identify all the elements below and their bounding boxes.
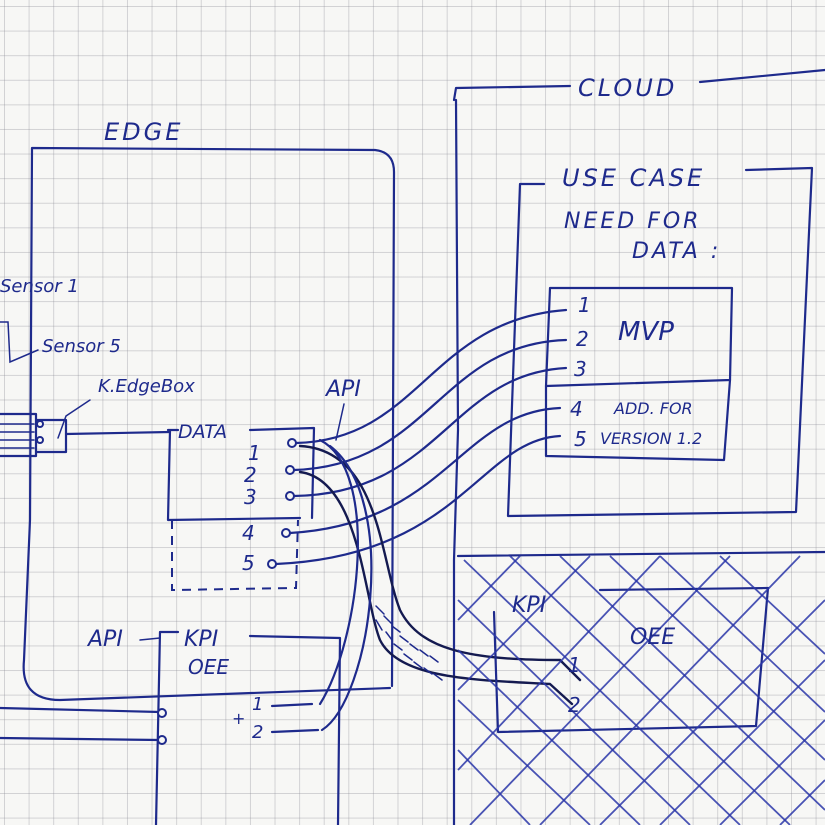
cloud-boundary — [452, 68, 825, 825]
wire-port-5 — [274, 434, 562, 566]
sensor-1-label: Sensor 1 — [0, 276, 79, 297]
edge-port-1[interactable] — [287, 438, 297, 448]
data-block — [166, 426, 316, 522]
cloud-kpi-frame — [456, 550, 825, 734]
edgebox-label: K.EdgeBox — [98, 376, 195, 397]
edge-port-4[interactable] — [281, 528, 291, 538]
kpi-local-port-lines — [270, 702, 320, 734]
edge-title: EDGE — [104, 118, 183, 146]
use-case-box — [506, 166, 814, 518]
cloud-kpi-port-2-label: 2 — [568, 693, 581, 717]
edge-api-leader — [335, 403, 345, 441]
later-text-1: ADD. FOR — [613, 399, 693, 418]
kpi-local-in-1 — [157, 708, 167, 718]
later-item-4: 4 — [570, 397, 583, 421]
later-text-2: VERSION 1.2 — [600, 429, 702, 448]
edge-boundary — [22, 146, 396, 702]
wire-port-3 — [292, 366, 568, 498]
kpi-local-title: KPI — [184, 627, 218, 652]
cloud-kpi-port-1-label: 1 — [568, 653, 581, 677]
edgebox-port — [36, 436, 44, 444]
kpi-local-api-label: API — [86, 627, 123, 652]
later-box — [544, 378, 732, 462]
cloud-title: CLOUD — [578, 74, 677, 102]
mvp-item-2: 2 — [576, 327, 589, 351]
edge-port-3-label: 3 — [244, 485, 257, 509]
later-item-5: 5 — [574, 427, 587, 451]
kpi-local-input-lines — [0, 706, 162, 742]
edge-port-1-label: 1 — [248, 441, 261, 465]
sensor-5-leader — [0, 321, 39, 364]
edge-port-5[interactable] — [267, 559, 277, 569]
kpi-local-oee: OEE — [188, 655, 229, 679]
kpi-local-plus: + — [232, 709, 245, 728]
edgebox-wires — [0, 423, 35, 449]
edge-port-2-label: 2 — [244, 463, 257, 487]
kpi-local-box — [154, 630, 342, 825]
use-case-line-3: DATA : — [632, 239, 721, 264]
wire-api-to-cloud-kpi-2 — [298, 470, 574, 706]
use-case-line-2: NEED FOR — [564, 209, 701, 234]
kpi-local-in-2 — [157, 735, 167, 745]
wire-port-1 — [294, 308, 568, 445]
mvp-label: MVP — [618, 317, 674, 347]
wire-port-4 — [288, 406, 562, 535]
cloud-kpi-oee: OEE — [630, 625, 675, 650]
edge-port-3[interactable] — [285, 491, 295, 501]
mvp-item-3: 3 — [574, 357, 587, 381]
cloud-kpi-hatching — [457, 555, 825, 825]
kpi-local-port-1-label: 1 — [252, 694, 263, 715]
wire-api-to-local-kpi-2 — [320, 444, 373, 732]
edgebox-to-data-link — [64, 430, 172, 436]
edge-port-4-label: 4 — [242, 521, 255, 545]
edge-api-label: API — [324, 377, 361, 402]
mvp-item-1: 1 — [578, 293, 591, 317]
wire-hatching — [375, 605, 443, 681]
cloud-kpi-title: KPI — [512, 593, 546, 618]
data-block-optional — [171, 519, 299, 592]
wire-api-to-cloud-kpi-1 — [298, 444, 582, 682]
wire-api-to-local-kpi-1 — [318, 438, 359, 706]
data-label: DATA — [178, 421, 227, 443]
edge-port-5-label: 5 — [242, 551, 255, 575]
sensor-5-label: Sensor 5 — [42, 336, 121, 357]
edgebox-leader — [57, 399, 91, 439]
edgebox-port — [36, 420, 44, 428]
edgebox-device — [0, 412, 68, 458]
kpi-local-port-2-label: 2 — [252, 722, 263, 743]
edge-port-2[interactable] — [285, 465, 295, 475]
kpi-local-api-tick — [139, 637, 161, 641]
use-case-title: USE CASE — [562, 164, 705, 192]
